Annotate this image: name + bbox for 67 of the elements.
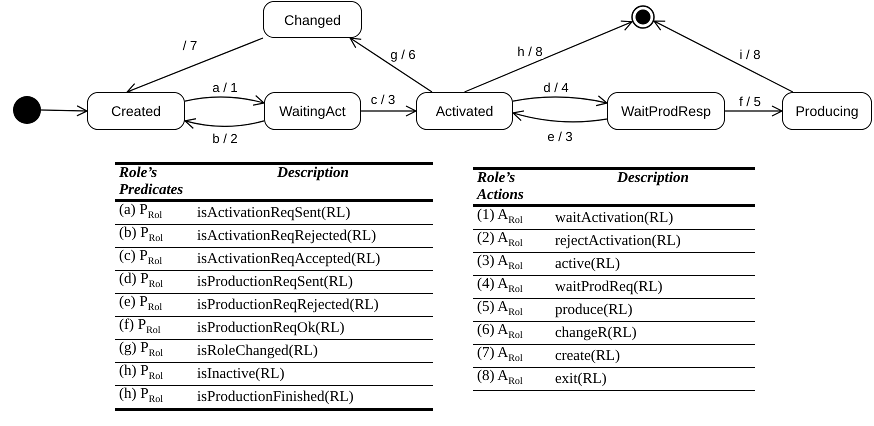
final-state-circle [631, 5, 655, 29]
table-cell: exit(RL) [551, 368, 755, 390]
edge-label: i / 8 [738, 48, 762, 62]
transition-arrow [361, 105, 417, 117]
state-box: Changed [263, 1, 362, 38]
table-cell: isProductionReqRejected(RL) [193, 294, 433, 316]
table-cell: (g) P$_{Rol}$ [115, 340, 193, 362]
table-cell: (7) A$_{Rol}$ [473, 344, 551, 368]
initial-state-circle [13, 96, 41, 124]
edge-label: / 7 [182, 39, 198, 53]
column-header: Description [551, 168, 755, 206]
table-cell: isInactive(RL) [193, 362, 433, 386]
table-cell: isActivationReqRejected(RL) [193, 224, 433, 248]
table-cell: (h) P$_{Rol}$ [115, 386, 193, 410]
transition-arrow [126, 37, 264, 94]
transition-arrow [184, 95, 265, 106]
column-header: Role’s Predicates [115, 164, 193, 200]
transition-arrow [512, 110, 608, 122]
transition-arrow [184, 118, 264, 129]
table-cell: waitActivation(RL) [551, 206, 755, 230]
table-cell: (4) A$_{Rol}$ [473, 276, 551, 298]
table-cell: (6) A$_{Rol}$ [473, 322, 551, 344]
table-cell: isActivationReqAccepted(RL) [193, 248, 433, 270]
table-cell: isProductionReqOk(RL) [193, 316, 433, 340]
table-cell: (3) A$_{Rol}$ [473, 252, 551, 276]
transition-arrow [725, 105, 783, 117]
table-cell: rejectActivation(RL) [551, 230, 755, 252]
edge-label: f / 5 [738, 95, 762, 109]
table-cell: (b) P$_{Rol}$ [115, 224, 193, 248]
state-box: Created [87, 92, 185, 130]
table-cell: produce(RL) [551, 298, 755, 322]
edge-label: c / 3 [370, 93, 396, 107]
table-cell: (8) A$_{Rol}$ [473, 368, 551, 390]
edge-label: h / 8 [516, 45, 544, 59]
table-cell: active(RL) [551, 252, 755, 276]
table-cell: (1) A$_{Rol}$ [473, 206, 551, 230]
transition-arrow [512, 95, 608, 106]
column-header: Description [193, 164, 433, 200]
table-cell: isRoleChanged(RL) [193, 340, 433, 362]
state-box: Activated [416, 92, 513, 130]
state-box: WaitProdResp [607, 92, 725, 130]
edge-label: a / 1 [211, 81, 239, 95]
table-cell: isProductionReqSent(RL) [193, 270, 433, 294]
table-cell: isProductionFinished(RL) [193, 386, 433, 410]
table-cell: (f) P$_{Rol}$ [115, 316, 193, 340]
transition-arrow [350, 37, 432, 92]
edge-label: e / 3 [546, 130, 574, 144]
table-cell: (d) P$_{Rol}$ [115, 270, 193, 294]
column-header: Role’s Actions [473, 168, 551, 206]
edge-label: b / 2 [211, 132, 239, 146]
transition-arrow [653, 20, 794, 93]
edge-label: d / 4 [542, 81, 570, 95]
table-cell: (h) P$_{Rol}$ [115, 362, 193, 386]
table-cell: (e) P$_{Rol}$ [115, 294, 193, 316]
table-cell: create(RL) [551, 344, 755, 368]
table-cell: isActivationReqSent(RL) [193, 200, 433, 224]
state-box: WaitingAct [264, 92, 361, 130]
table-cell: (c) P$_{Rol}$ [115, 248, 193, 270]
table-cell: (2) A$_{Rol}$ [473, 230, 551, 252]
transition-arrow [464, 20, 633, 93]
table-cell: (a) P$_{Rol}$ [115, 200, 193, 224]
edge-label: g / 6 [389, 48, 417, 62]
table-cell: waitProdReq(RL) [551, 276, 755, 298]
table-cell: changeR(RL) [551, 322, 755, 344]
state-box: Producing [782, 92, 872, 130]
table-cell: (5) A$_{Rol}$ [473, 298, 551, 322]
transition-arrow [40, 105, 88, 116]
